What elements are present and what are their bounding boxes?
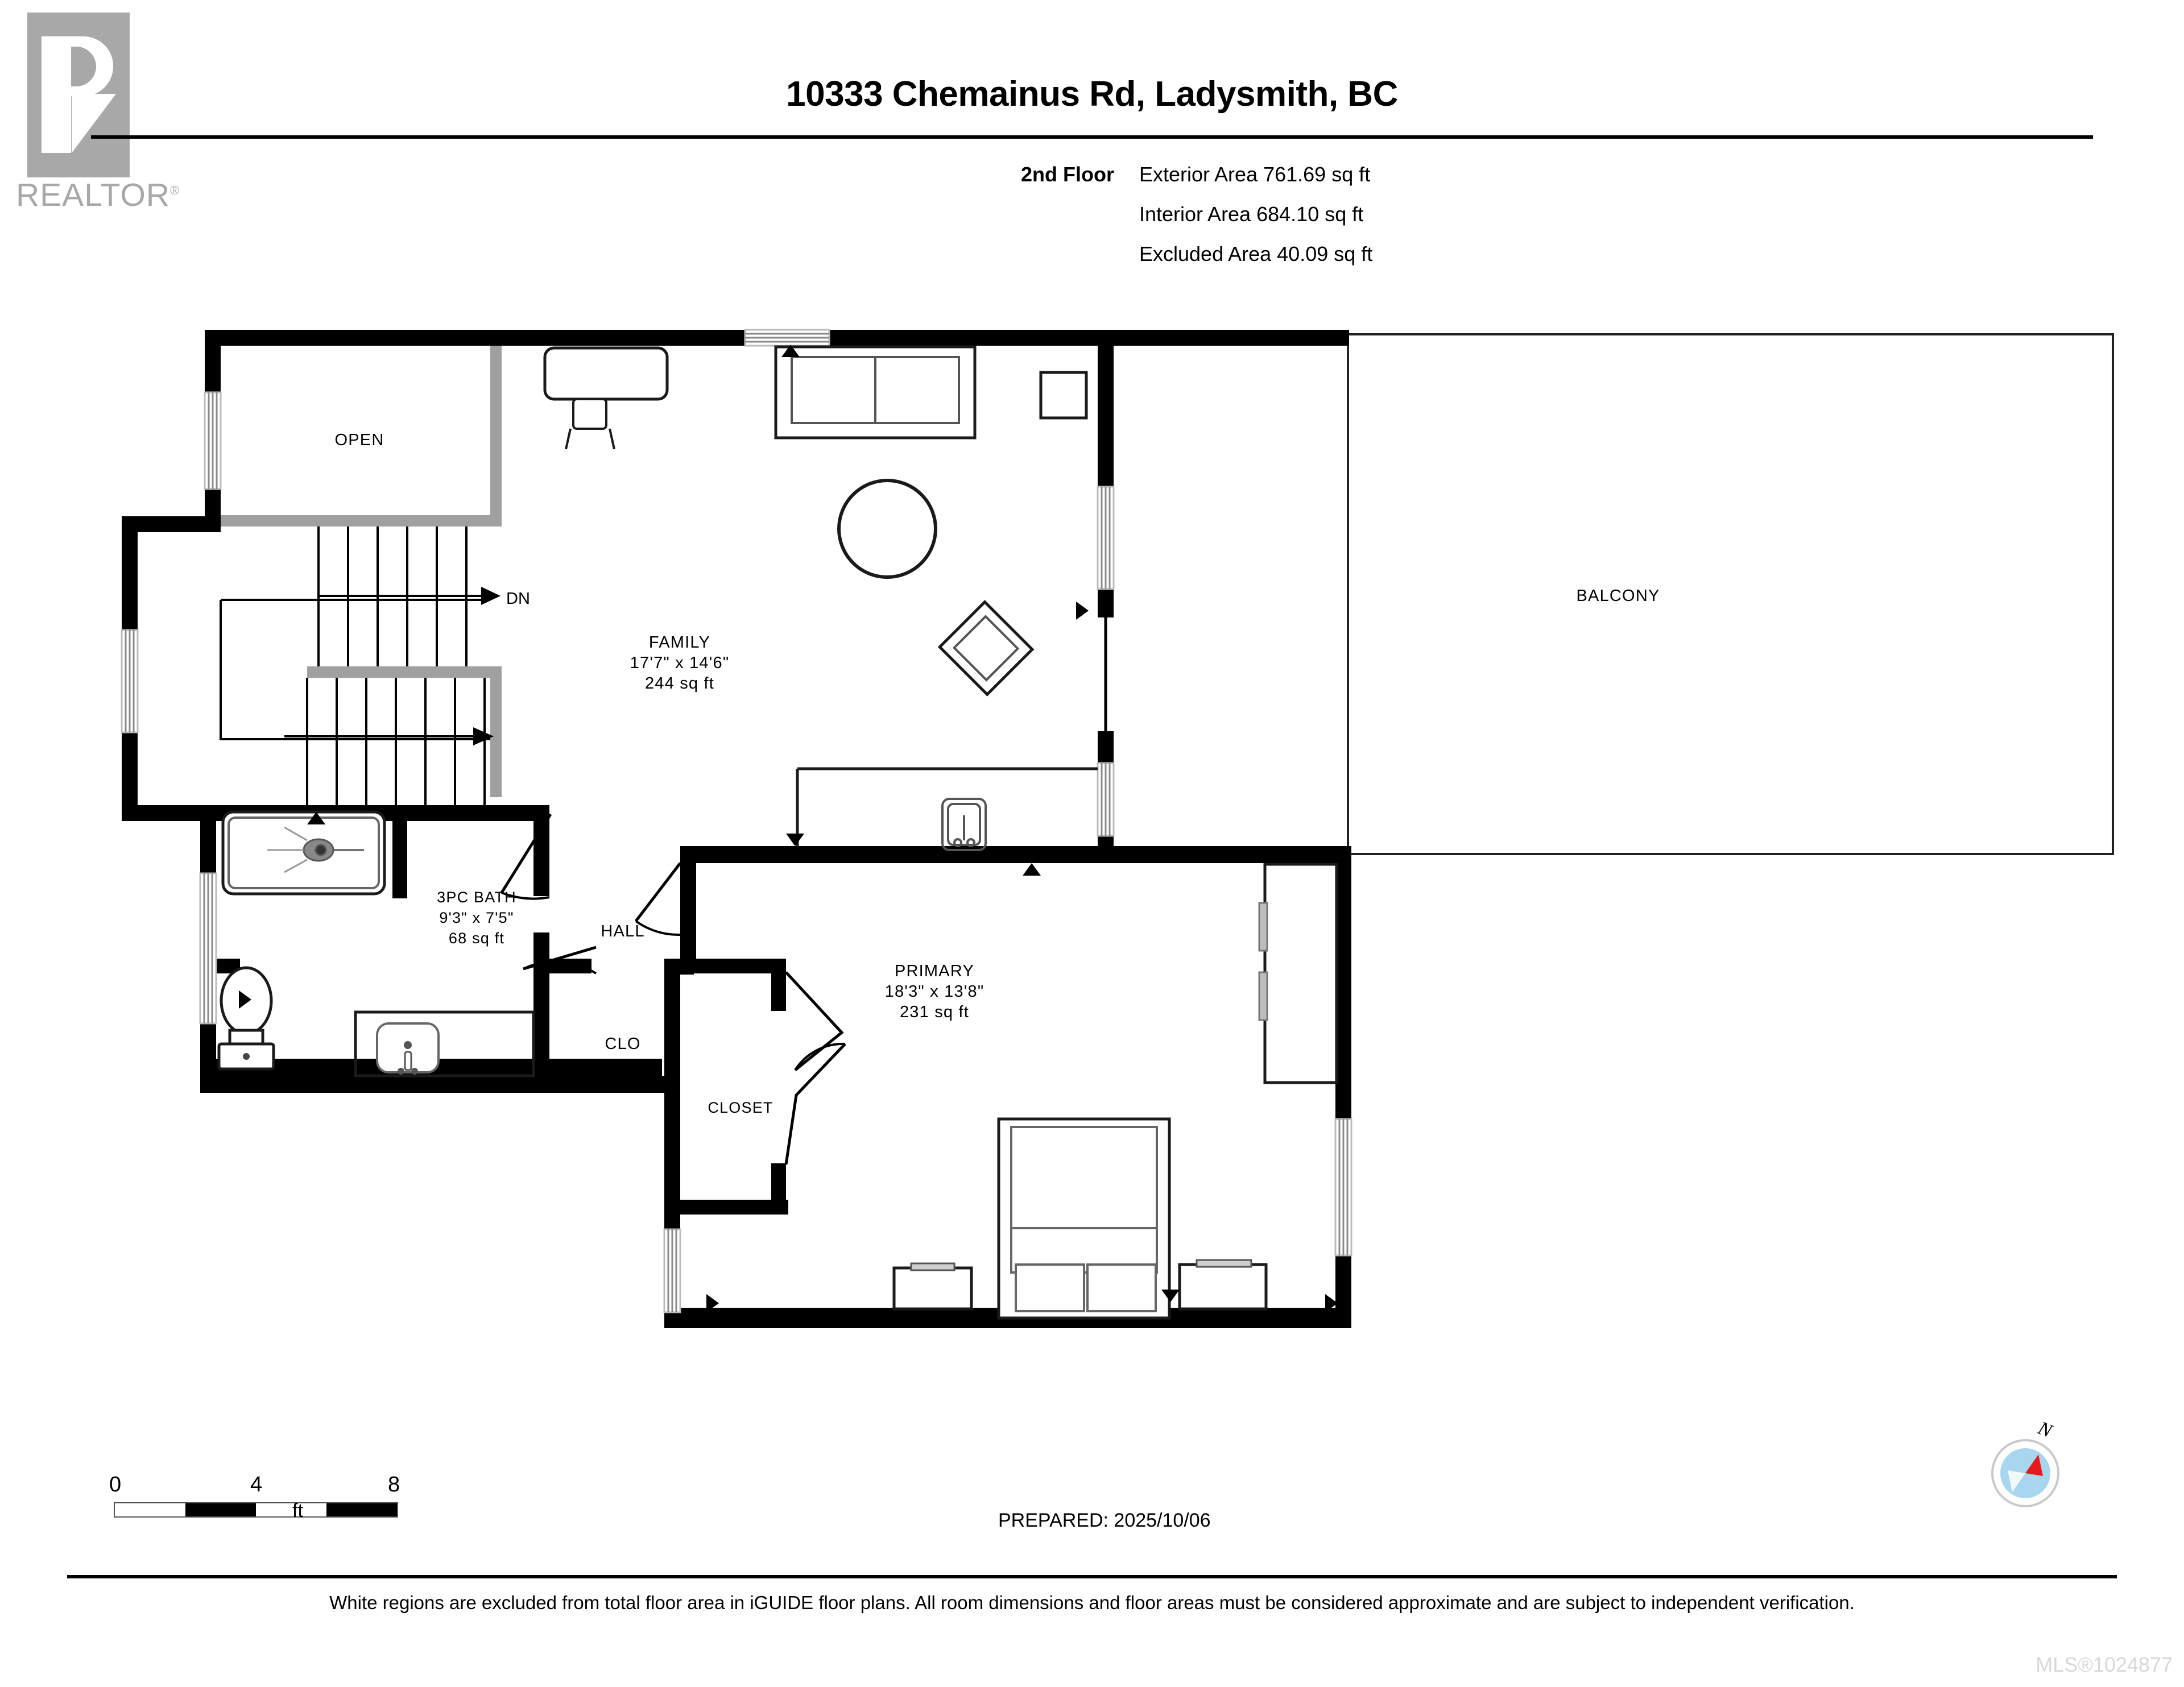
door-swings [500, 813, 846, 1165]
scale-seg-4 [326, 1503, 397, 1516]
opening-arrow-markers [239, 345, 1338, 1312]
window-icon-left-lower [121, 629, 139, 733]
scale-tick-8: 8 [388, 1473, 400, 1497]
sink-icon [941, 798, 987, 851]
room-label-clo: CLO [605, 1034, 640, 1054]
counter-with-sink [796, 767, 1098, 851]
footer-divider [67, 1575, 2117, 1578]
page-title: 10333 Chemainus Rd, Ladysmith, BC [786, 74, 1398, 114]
room-label-closet: CLOSET [708, 1097, 773, 1118]
room-label-open: OPEN [335, 430, 384, 450]
realtor-wordmark-text: REALTOR [16, 177, 170, 213]
room-name-primary: PRIMARY [894, 962, 974, 980]
registered-mark: ® [169, 183, 180, 197]
prepared-date: PREPARED: 2025/10/06 [998, 1510, 1211, 1531]
room-area-bath: 68 sq ft [448, 930, 505, 947]
staircase [220, 527, 490, 807]
window-icon-bath-left [199, 872, 217, 1025]
floor-summary: 2nd Floor Exterior Area 761.69 sq ft Inte… [1021, 155, 1372, 274]
mls-number: MLS®1024877 [2036, 1653, 2173, 1676]
scale-tick-labels: 0 4 8 [109, 1473, 415, 1499]
scale-unit-label: ft [292, 1500, 303, 1522]
stair-direction-arrows [473, 587, 500, 745]
room-area-primary: 231 sq ft [899, 1003, 970, 1021]
room-dims-bath: 9'3" x 7'5" [439, 909, 514, 926]
scale-seg-3 [256, 1503, 326, 1516]
realtor-r-mark [27, 13, 130, 177]
scale-seg-1 [115, 1503, 185, 1516]
furniture-bath [217, 810, 535, 1077]
compass-needle-south [2008, 1470, 2025, 1492]
compass-needle-north [2025, 1454, 2043, 1476]
floor-label: 2nd Floor [1021, 163, 1114, 186]
window-icon-closet-bottom [663, 1228, 681, 1313]
scale-tick-4: 4 [250, 1473, 263, 1497]
scale-bar-group: 0 4 8 [109, 1473, 415, 1518]
room-label-bath: 3PC BATH 9'3" x 7'5" 68 sq ft [437, 887, 516, 948]
scale-tick-0: 0 [109, 1473, 122, 1497]
interior-area-value: Interior Area 684.10 sq ft [1139, 202, 1364, 226]
interior-gray-walls [205, 343, 502, 797]
room-name-bath: 3PC BATH [437, 889, 516, 906]
disclaimer-text: White regions are excluded from total fl… [329, 1592, 1855, 1613]
floor-summary-row-2: Interior Area 684.10 sq ft [1021, 194, 1372, 234]
shower-head-icon [267, 826, 364, 873]
window-icon-family-east-upper [1097, 486, 1115, 590]
stair-dn-label: DN [506, 590, 530, 608]
room-name-open: OPEN [334, 431, 384, 449]
header-divider [91, 135, 2093, 139]
room-label-hall: HALL [601, 921, 644, 942]
room-label-primary: PRIMARY 18'3" x 13'8" 231 sq ft [885, 961, 985, 1022]
window-group [121, 329, 1352, 1313]
room-label-balcony: BALCONY [1577, 586, 1660, 606]
realtor-logo: REALTOR® [16, 13, 179, 251]
scale-seg-2 [185, 1503, 256, 1516]
window-icon-family-top [744, 329, 830, 347]
window-icon-family-east-lower [1097, 762, 1115, 837]
furniture-primary [892, 863, 1338, 1320]
toilet-icon [217, 966, 275, 1071]
floor-summary-row-3: Excluded Area 40.09 sq ft [1021, 234, 1372, 274]
room-name-clo: CLO [605, 1035, 641, 1053]
r-stem [42, 36, 71, 153]
window-icon-left-upper [204, 391, 222, 490]
room-name-hall: HALL [601, 922, 645, 940]
r-leg [72, 94, 116, 153]
excluded-area-value: Excluded Area 40.09 sq ft [1139, 242, 1373, 266]
room-name-family: FAMILY [648, 633, 711, 652]
room-name-balcony: BALCONY [1576, 587, 1660, 605]
furniture-family [543, 345, 1088, 697]
floor-summary-row-1: 2nd Floor Exterior Area 761.69 sq ft [1021, 155, 1372, 194]
room-label-family: FAMILY 17'7" x 14'6" 244 sq ft [630, 632, 730, 694]
room-dims-family: 17'7" x 14'6" [630, 654, 730, 672]
balcony-region [1347, 333, 2114, 855]
vanity-icon [354, 1010, 535, 1077]
window-icon-primary-east [1334, 1118, 1352, 1257]
scale-bar [114, 1502, 398, 1518]
realtor-wordmark: REALTOR® [16, 176, 180, 214]
compass-rose: N [1991, 1417, 2060, 1508]
exterior-area-value: Exterior Area 761.69 sq ft [1139, 163, 1371, 186]
room-name-closet: CLOSET [708, 1099, 774, 1116]
room-dims-primary: 18'3" x 13'8" [884, 983, 985, 1001]
room-area-family: 244 sq ft [644, 674, 715, 693]
